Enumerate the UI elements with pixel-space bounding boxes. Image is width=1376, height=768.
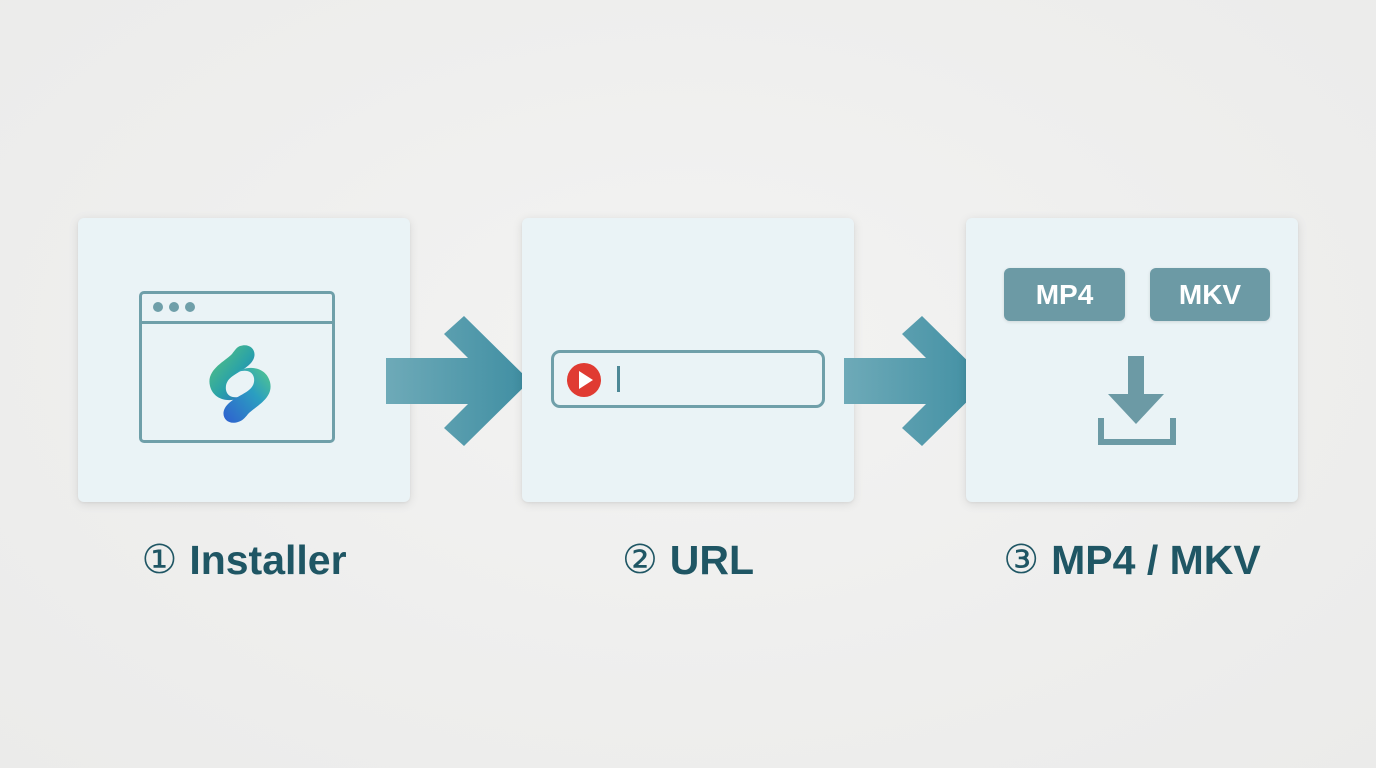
step-2-label: ② URL xyxy=(522,534,854,586)
window-dot-icon xyxy=(153,302,163,312)
video-play-icon xyxy=(567,363,601,397)
step-3-label: ③ MP4 / MKV xyxy=(940,534,1324,586)
step-3-card: MP4 MKV xyxy=(966,218,1298,502)
browser-window-icon xyxy=(139,291,335,443)
download-icon xyxy=(1098,356,1176,445)
format-chip-mkv: MKV xyxy=(1150,268,1270,321)
step-title: URL xyxy=(669,536,755,583)
step-title: Installer xyxy=(189,536,347,583)
url-bar[interactable] xyxy=(551,350,825,408)
step-number: ② xyxy=(621,537,658,583)
app-logo-icon xyxy=(209,345,271,423)
format-chip-mp4: MP4 xyxy=(1004,268,1125,321)
arrow-right-icon xyxy=(386,316,530,446)
text-cursor xyxy=(617,366,620,392)
step-2-card xyxy=(522,218,854,502)
window-dot-icon xyxy=(185,302,195,312)
window-title-bar xyxy=(142,321,332,324)
step-number: ① xyxy=(141,537,178,583)
step-1-label: ① Installer xyxy=(78,534,410,586)
step-title: MP4 / MKV xyxy=(1051,536,1261,583)
window-dot-icon xyxy=(169,302,179,312)
step-number: ③ xyxy=(1003,537,1040,583)
arrow-right-icon xyxy=(844,316,988,446)
step-1-card xyxy=(78,218,410,502)
